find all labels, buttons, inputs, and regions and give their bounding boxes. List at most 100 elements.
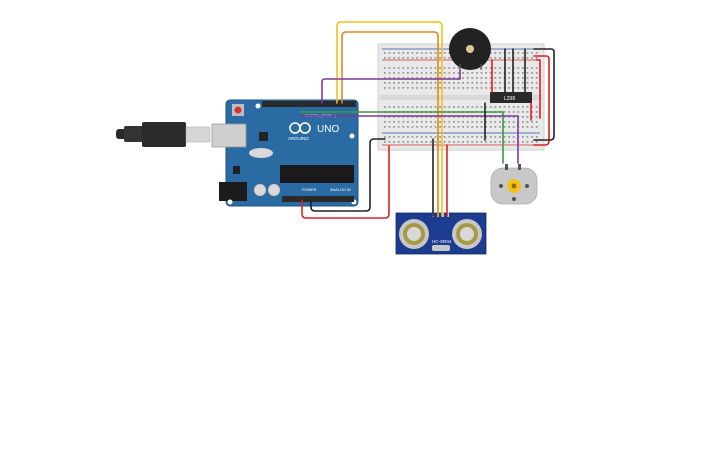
- breadboard-hole: [430, 57, 432, 59]
- breadboard-hole: [485, 116, 487, 118]
- breadboard-hole: [393, 77, 395, 79]
- microcontroller-chip: [280, 165, 354, 183]
- breadboard-hole: [397, 106, 400, 108]
- breadboard-hole: [411, 126, 414, 128]
- breadboard-hole: [393, 126, 395, 128]
- breadboard-hole: [430, 126, 432, 128]
- breadboard-hole: [411, 67, 414, 69]
- breadboard-hole: [453, 72, 455, 74]
- breadboard-hole: [402, 52, 405, 54]
- breadboard-hole: [531, 141, 533, 143]
- breadboard-hole: [485, 82, 487, 84]
- breadboard-hole: [388, 106, 391, 108]
- breadboard-hole: [462, 136, 464, 138]
- breadboard-hole: [393, 57, 395, 59]
- breadboard-hole: [499, 77, 501, 79]
- breadboard-hole: [407, 77, 409, 79]
- breadboard-hole: [420, 126, 423, 128]
- breadboard-hole: [453, 136, 455, 138]
- breadboard-hole: [535, 121, 538, 123]
- breadboard-hole: [517, 111, 520, 113]
- breadboard-hole: [531, 87, 533, 89]
- breadboard-hole: [499, 126, 501, 128]
- breadboard-hole: [407, 121, 409, 123]
- breadboard-hole: [407, 116, 409, 118]
- breadboard-hole: [531, 111, 533, 113]
- breadboard-hole: [425, 121, 428, 123]
- breadboard-hole: [508, 52, 510, 54]
- breadboard-hole: [480, 82, 483, 84]
- sensor-model-label: HC-SR04: [432, 239, 452, 244]
- breadboard-hole: [531, 82, 533, 84]
- breadboard-hole: [384, 52, 386, 54]
- breadboard-hole: [535, 106, 538, 108]
- breadboard-hole: [453, 126, 455, 128]
- breadboard-hole: [476, 141, 478, 143]
- breadboard-hole: [526, 136, 529, 138]
- breadboard-hole: [411, 82, 414, 84]
- breadboard-hole: [388, 121, 391, 123]
- breadboard-hole: [499, 72, 501, 74]
- breadboard-hole: [411, 57, 414, 59]
- piezo-buzzer: [449, 28, 491, 70]
- breadboard-hole: [434, 116, 437, 118]
- breadboard-hole: [522, 82, 524, 84]
- breadboard-hole: [388, 57, 391, 59]
- breadboard-hole: [522, 126, 524, 128]
- wire-black-gnd: [310, 138, 386, 212]
- breadboard-hole: [471, 116, 474, 118]
- breadboard-hole: [480, 87, 483, 89]
- breadboard-hole: [526, 72, 529, 74]
- breadboard-hole: [494, 57, 497, 59]
- breadboard-hole: [508, 111, 510, 113]
- breadboard-hole: [535, 141, 538, 143]
- breadboard-hole: [466, 82, 469, 84]
- breadboard-hole: [402, 126, 405, 128]
- breadboard-hole: [489, 121, 492, 123]
- breadboard-hole: [535, 82, 538, 84]
- breadboard-hole: [393, 136, 395, 138]
- breadboard-hole: [420, 106, 423, 108]
- breadboard-hole: [416, 57, 418, 59]
- breadboard-hole: [416, 82, 418, 84]
- breadboard-hole: [476, 121, 478, 123]
- breadboard-hole: [480, 77, 483, 79]
- breadboard-hole: [499, 67, 501, 69]
- breadboard-hole: [453, 82, 455, 84]
- breadboard-hole: [393, 72, 395, 74]
- power-label: POWER: [302, 188, 317, 192]
- breadboard-hole: [535, 111, 538, 113]
- breadboard-hole: [439, 116, 441, 118]
- power-analog-header: [282, 196, 354, 202]
- breadboard-hole: [448, 126, 451, 128]
- breadboard-hole: [439, 121, 441, 123]
- breadboard-hole: [462, 116, 464, 118]
- breadboard-hole: [508, 106, 510, 108]
- breadboard-hole: [517, 67, 520, 69]
- breadboard-hole: [416, 126, 418, 128]
- ultrasonic-sensor: HC-SR04: [395, 212, 487, 255]
- breadboard-hole: [526, 141, 529, 143]
- breadboard-hole: [512, 116, 515, 118]
- breadboard-hole: [480, 126, 483, 128]
- breadboard-hole: [489, 77, 492, 79]
- breadboard-hole: [407, 136, 409, 138]
- breadboard-hole: [476, 87, 478, 89]
- breadboard-hole: [393, 52, 395, 54]
- breadboard-hole: [535, 72, 538, 74]
- breadboard-hole: [448, 52, 451, 54]
- breadboard-hole: [393, 141, 395, 143]
- breadboard-hole: [531, 57, 533, 59]
- breadboard-hole: [526, 121, 529, 123]
- breadboard-hole: [517, 72, 520, 74]
- dc-motor: [490, 164, 538, 205]
- breadboard-hole: [397, 87, 400, 89]
- breadboard-hole: [485, 136, 487, 138]
- breadboard-hole: [388, 67, 391, 69]
- breadboard-hole: [471, 72, 474, 74]
- breadboard-hole: [434, 67, 437, 69]
- breadboard-hole: [531, 52, 533, 54]
- breadboard-hole: [522, 87, 524, 89]
- breadboard-hole: [517, 87, 520, 89]
- breadboard-hole: [526, 126, 529, 128]
